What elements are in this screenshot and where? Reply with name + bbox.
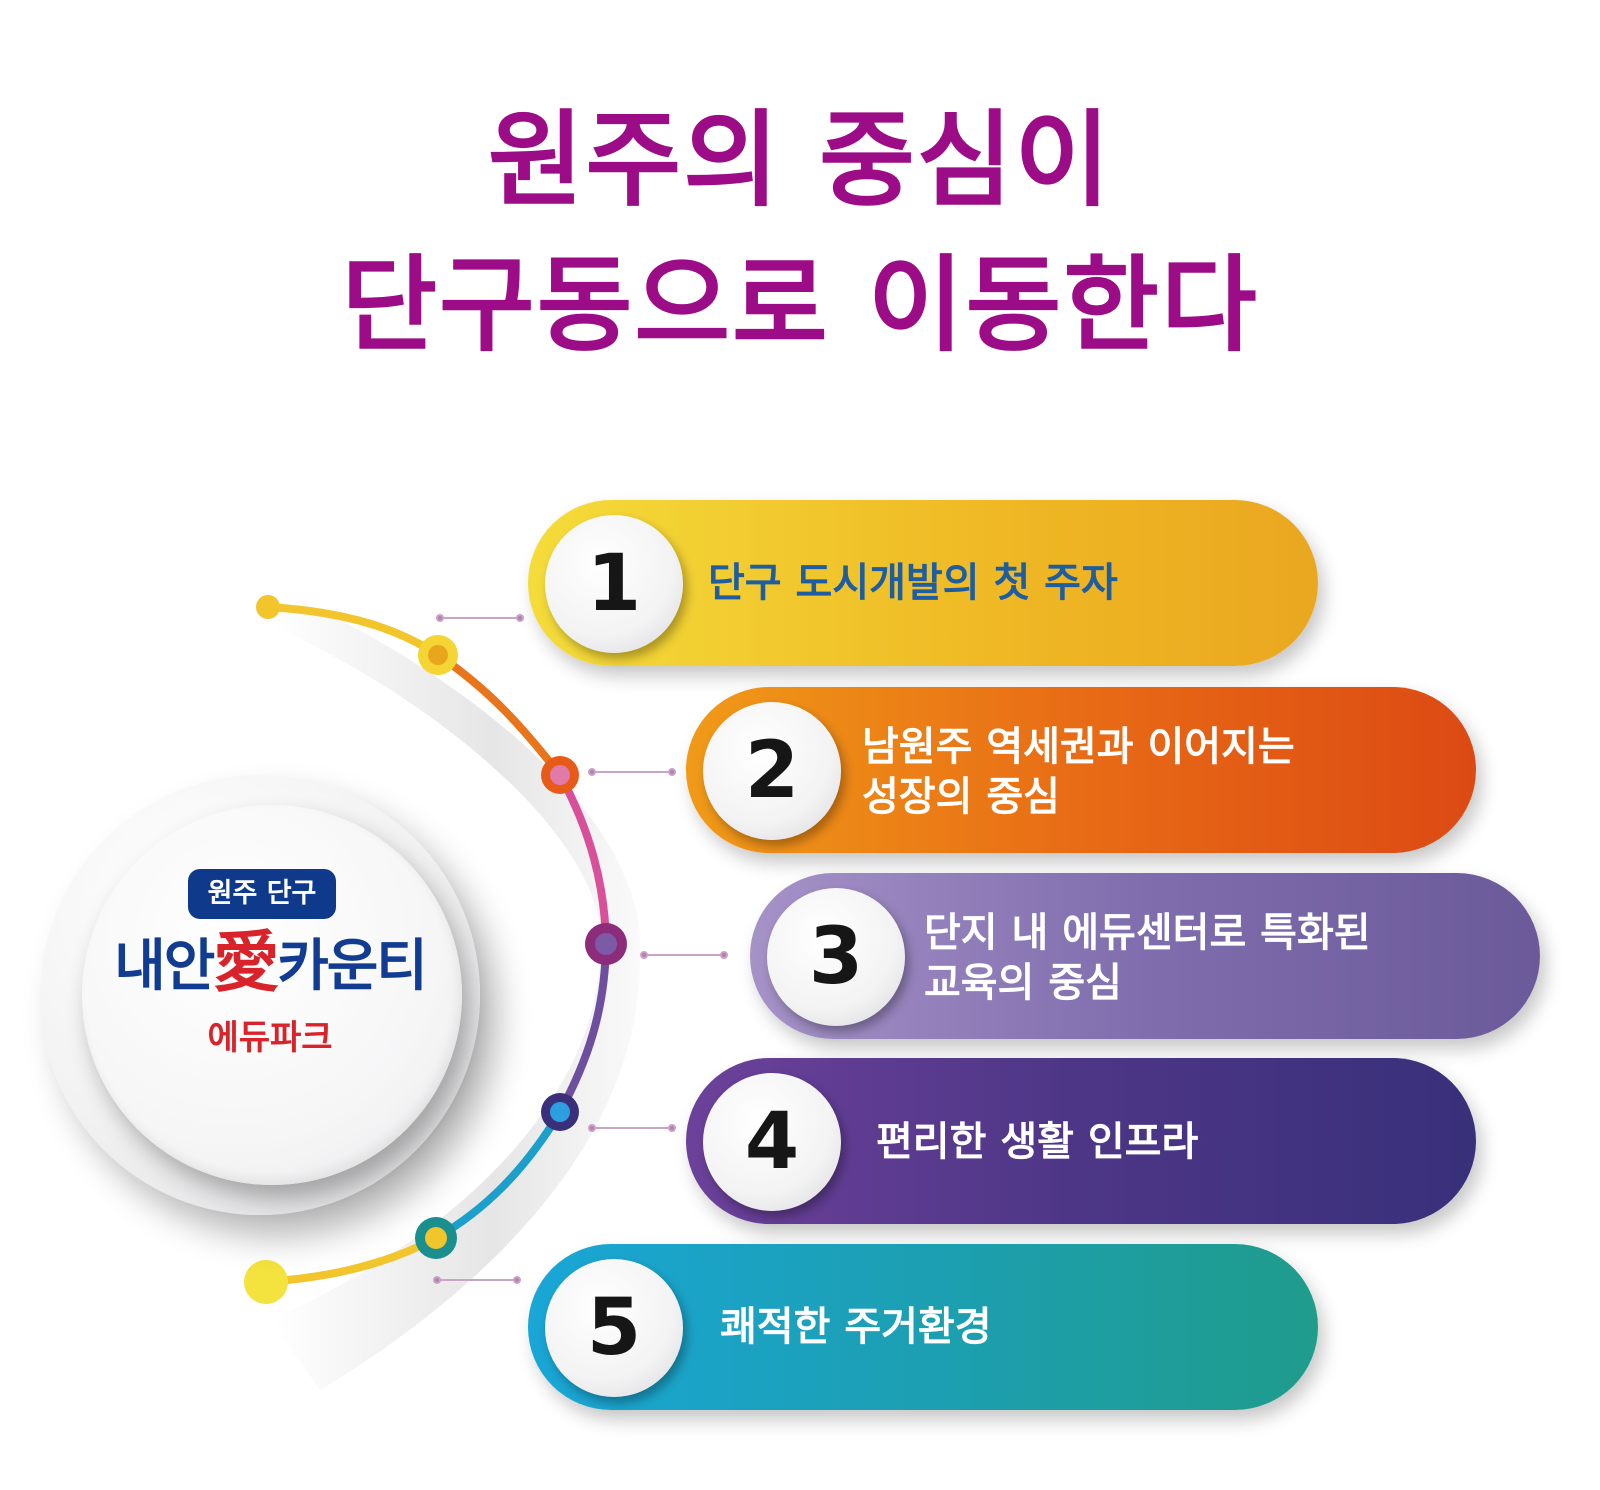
leader-line-4 [588, 1124, 676, 1132]
item-5-line-1: 쾌적한 주거환경 [720, 1304, 992, 1350]
item-4-line-1: 편리한 생활 인프라 [876, 1119, 1199, 1165]
item-3-line-1: 단지 내 에듀센터로 특화된 [924, 910, 1371, 956]
arc-node-1 [418, 635, 458, 675]
logo-main-text: 내안愛카운티 [90, 922, 450, 1007]
arc-node-4 [541, 1093, 579, 1131]
item-number-1: 1 [545, 515, 683, 653]
arc-node-5 [415, 1217, 457, 1259]
item-text-2: 남원주 역세권과 이어지는 성장의 중심 [862, 722, 1295, 822]
item-number-2: 2 [703, 702, 841, 840]
item-number-4: 4 [703, 1073, 841, 1211]
item-2-line-2: 성장의 중심 [862, 774, 1060, 820]
leader-line-5 [433, 1276, 521, 1284]
logo-hanja: 愛 [213, 923, 279, 1001]
title-line-1: 원주의 중심이 [487, 99, 1113, 221]
arc-end-dot-top [256, 595, 280, 619]
arc-shadow [270, 600, 641, 1390]
page-title: 원주의 중심이 단구동으로 이동한다 [0, 88, 1600, 378]
logo-main-pre: 내안 [114, 934, 215, 999]
logo-main-post: 카운티 [277, 934, 428, 999]
logo-disc-inner [82, 805, 462, 1185]
arc-segment-2 [435, 651, 564, 778]
item-number-3: 3 [767, 888, 905, 1026]
arc-node-3 [585, 923, 627, 965]
item-1-line-1: 단구 도시개발의 첫 주자 [708, 560, 1118, 606]
item-number-5: 5 [545, 1259, 683, 1397]
item-2-line-1: 남원주 역세권과 이어지는 [862, 724, 1295, 770]
leader-line-2 [588, 768, 676, 776]
leader-line-1 [436, 614, 524, 622]
item-3-line-2: 교육의 중심 [924, 960, 1122, 1006]
logo-subtitle: 에듀파크 [207, 1018, 333, 1058]
item-text-4: 편리한 생활 인프라 [876, 1117, 1198, 1167]
leader-line-3 [640, 951, 728, 959]
item-text-5: 쾌적한 주거환경 [720, 1302, 992, 1352]
arc-end-dot-bottom [244, 1260, 288, 1304]
arc-node-2 [541, 756, 579, 794]
logo-badge: 원주 단구 [188, 869, 336, 919]
item-text-1: 단구 도시개발의 첫 주자 [708, 558, 1118, 608]
arc-segment-4 [556, 943, 610, 1114]
title-line-2: 단구동으로 이동한다 [341, 244, 1259, 366]
item-text-3: 단지 내 에듀센터로 특화된 교육의 중심 [924, 908, 1371, 1008]
